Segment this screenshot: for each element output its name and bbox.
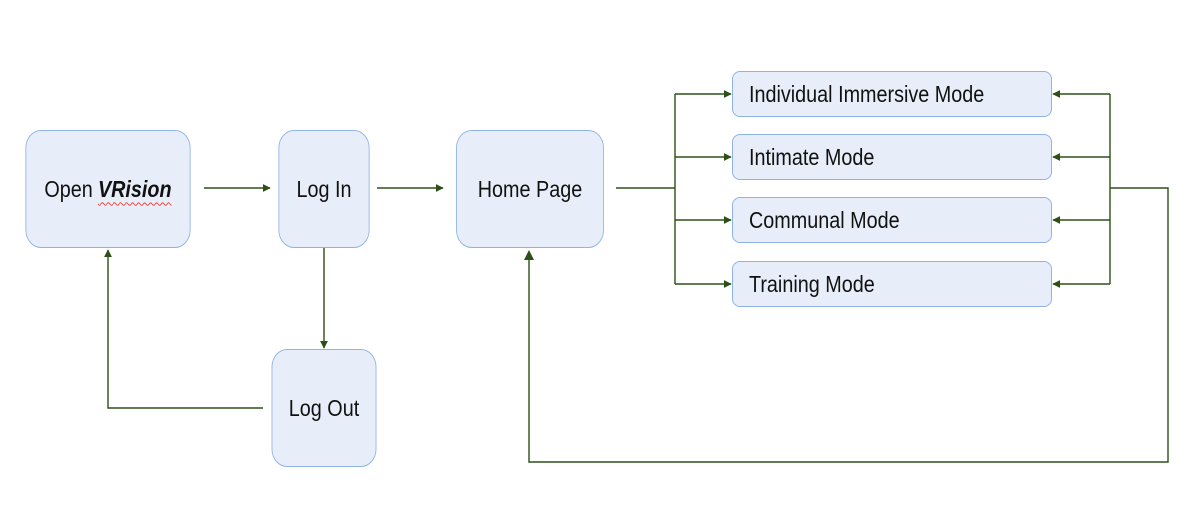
node-open-prefix: Open <box>44 175 93 202</box>
node-login-label: Log In <box>296 175 352 202</box>
node-logout-label: Log Out <box>288 394 360 421</box>
node-open-brand: VRision <box>97 175 172 202</box>
node-mode-label: Individual Immersive Mode <box>749 80 985 107</box>
node-mode-communal: Communal Mode <box>732 197 1052 243</box>
node-logout: Log Out <box>271 349 377 467</box>
arrowhead-into-home <box>524 250 534 260</box>
node-open-vrision: Open VRision <box>25 130 191 248</box>
edge-logout-to-open <box>104 249 263 409</box>
node-mode-label: Intimate Mode <box>749 143 875 170</box>
node-mode-training: Training Mode <box>732 261 1052 307</box>
node-mode-intimate: Intimate Mode <box>732 134 1052 180</box>
node-mode-label: Communal Mode <box>749 206 900 233</box>
node-home-page: Home Page <box>456 130 604 248</box>
node-login: Log In <box>278 130 370 248</box>
node-mode-label: Training Mode <box>749 270 875 297</box>
node-home-label: Home Page <box>477 175 583 202</box>
edge-return-loop <box>528 187 1169 463</box>
node-mode-individual-immersive: Individual Immersive Mode <box>732 71 1052 117</box>
